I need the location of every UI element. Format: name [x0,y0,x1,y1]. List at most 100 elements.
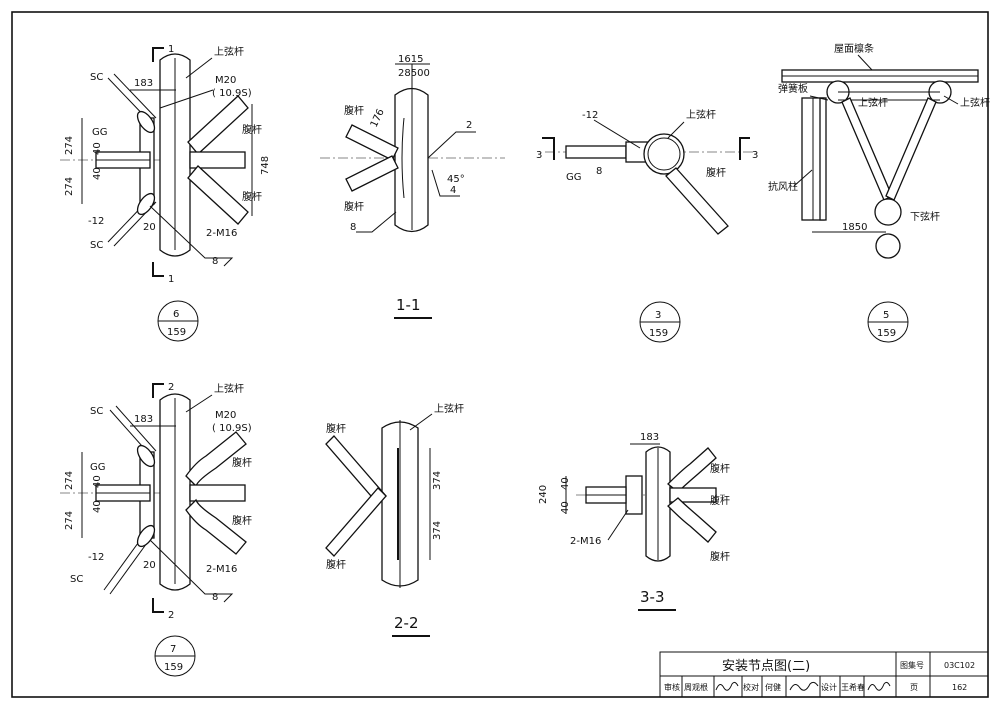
detail-5: 屋面檩条 弹簧板 上弦杆 上弦杆 抗风柱 下弦杆 1850 5 159 [768,42,990,343]
dim-1850: 1850 [842,222,867,233]
dim-240: 240 [538,485,549,504]
detail-6: 1 1 上弦杆 SC 183 M20 ( 10.9S) GG -12 SC 腹杆… [60,44,271,342]
label-web-2-2b: 腹杆 [326,558,346,571]
dim-28500: 28500 [398,68,430,79]
reviewer-signature [715,681,739,691]
page-number: 162 [952,683,967,692]
dim-40-d7a: 40 [92,475,103,488]
label-sc-lower: SC [90,240,103,251]
dim-20-d7: 20 [143,560,156,571]
detail-5-num: 5 [883,310,889,321]
dim-40-3-3b: 40 [560,501,571,514]
label-sc-d7: SC [90,406,103,417]
dim-183-3-3: 183 [640,432,659,443]
label-web-3-3a: 腹杆 [710,462,730,475]
label-wind-column: 抗风柱 [768,180,798,193]
detail-3: 3 3 -12 上弦杆 GG 8 腹杆 3 159 [536,108,758,343]
dim-274-b: 274 [64,177,75,196]
section-title-2-2: 2-2 [394,614,419,632]
dim-374-b: 374 [432,521,443,540]
title-block-title: 安装节点图(二) [722,659,810,674]
section-mark-2-bottom: 2 [168,610,174,621]
section-title-3-3: 3-3 [640,588,665,606]
label-plate-12-d7: -12 [88,552,104,563]
dim-183: 183 [134,78,153,89]
checker-signature [789,681,819,691]
label-web-3-3c: 腹杆 [710,550,730,563]
weld-8-d7: 8 [212,592,218,603]
angle-45: 45° [447,174,465,185]
detail-7-num: 7 [170,644,176,655]
section-mark-1-top: 1 [168,44,174,55]
label-top-chord-d5b: 上弦杆 [960,96,990,109]
section-title-1-1: 1-1 [396,296,421,314]
label-gg: GG [92,127,108,138]
label-m20-grade-d7: ( 10.9S) [212,423,252,434]
weld-2: 2 [466,120,472,131]
label-top-chord-d7: 上弦杆 [214,382,244,395]
atlas-number: 03C102 [944,661,975,670]
label-m16-d7: 2-M16 [206,564,237,575]
section-2-2: 上弦杆 腹杆 腹杆 374 374 2-2 [325,402,464,637]
detail-3-sheet: 159 [649,328,668,339]
dim-183-d7: 183 [134,414,153,425]
label-top-chord-d5a: 上弦杆 [858,96,888,109]
label-sc-lower-d7: SC [70,574,83,585]
page-label: 页 [910,683,918,692]
detail-6-sheet: 159 [167,327,186,338]
label-spring-plate: 弹簧板 [778,82,808,95]
review-label: 审核 [664,682,680,692]
detail-7: 2 2 上弦杆 SC 183 M20 ( 10.9S) GG -12 SC 腹杆… [60,382,252,677]
label-gg-d3: GG [566,172,582,183]
dim-1615: 1615 [398,54,423,65]
dim-274-d7b: 274 [64,511,75,530]
weld-8-d3: 8 [596,166,602,177]
section-1-1: 1615 28500 腹杆 176 腹杆 2 45° 4 8 1-1 [320,54,505,319]
section-mark-3-right: 3 [752,150,758,161]
reviewer-name: 周观根 [684,682,708,692]
label-m16-3-3: 2-M16 [570,536,601,547]
label-web-d7a: 腹杆 [232,456,252,469]
label-sc: SC [90,72,103,83]
detail-3-num: 3 [655,310,661,321]
dim-20: 20 [143,222,156,233]
detail-7-sheet: 159 [164,662,183,673]
label-web-d3: 腹杆 [706,166,726,179]
weld-8-1-1: 8 [350,222,356,233]
dim-40-3-3a: 40 [560,477,571,490]
label-m16: 2-M16 [206,228,237,239]
section-mark-3-left: 3 [536,150,542,161]
detail-5-sheet: 159 [877,328,896,339]
dim-176: 176 [369,107,387,129]
detail-6-num: 6 [173,309,179,320]
design-label: 设计 [821,682,837,692]
section-mark-1-bottom: 1 [168,274,174,285]
weld-4: 4 [450,185,456,196]
label-bottom-chord: 下弦杆 [910,210,940,223]
label-top-chord: 上弦杆 [214,45,244,58]
label-web-3-3b: 腹杆 [710,494,730,507]
section-mark-2-top: 2 [168,382,174,393]
dim-40-b: 40 [92,167,103,180]
label-web-d7b: 腹杆 [232,514,252,527]
label-top-chord-d3: 上弦杆 [686,108,716,121]
label-m20: M20 [215,75,236,86]
label-web-1-1b: 腹杆 [344,200,364,213]
check-label: 校对 [743,682,759,692]
atlas-label: 图集号 [900,660,924,670]
designer-name: 王希春 [841,682,865,692]
label-plate-12-d3: -12 [582,110,598,121]
label-m20-d7: M20 [215,410,236,421]
dim-40-d7b: 40 [92,500,103,513]
label-web-1-1a: 腹杆 [344,104,364,117]
label-top-chord-2-2: 上弦杆 [434,402,464,415]
label-web-2-2a: 腹杆 [326,422,346,435]
dim-274-d7a: 274 [64,471,75,490]
label-gg-d7: GG [90,462,106,473]
section-3-3: 183 腹杆 腹杆 腹杆 2-M16 240 40 40 3-3 [538,432,730,611]
checker-name: 何健 [765,682,781,692]
title-block: 安装节点图(二) 图集号 03C102 审核 周观根 校对 何健 设计 王希春 … [659,651,989,698]
designer-signature [867,681,891,691]
label-m20-grade: ( 10.9S) [212,88,252,99]
